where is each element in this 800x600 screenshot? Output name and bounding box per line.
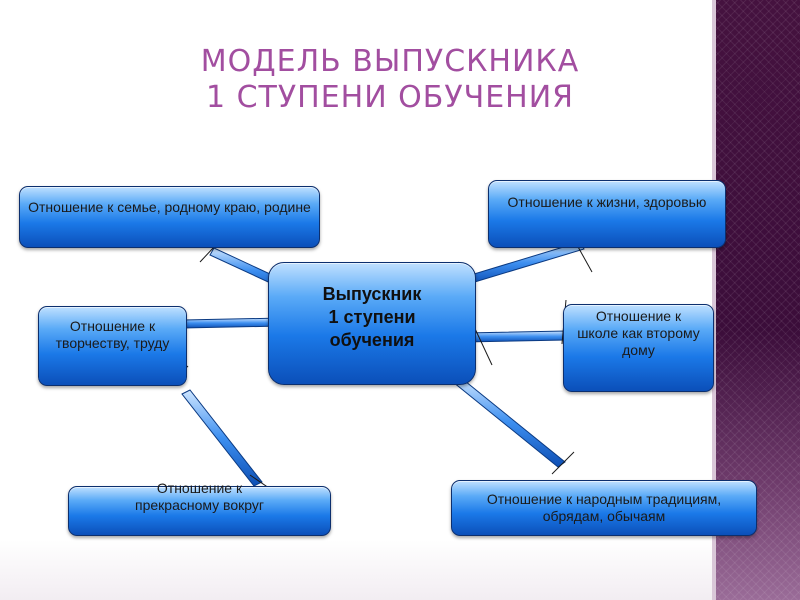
node-creativity-text: Отношение к творчеству, труду (55, 318, 170, 351)
center-node-graduate: Выпускник 1 ступени обучения (268, 262, 476, 385)
connector-beauty (181, 389, 263, 487)
node-creativity: Отношение к творчеству, труду (38, 306, 187, 386)
node-traditions: Отношение к народным традициям, обрядам,… (451, 480, 757, 536)
node-family: Отношение к семье, родному краю, родине (19, 186, 320, 248)
node-beauty: Отношение к прекрасному вокруг (68, 480, 331, 536)
center-node-line-2: 1 ступени (328, 307, 416, 327)
bottom-band (0, 540, 712, 600)
node-life: Отношение к жизни, здоровью (488, 180, 726, 248)
title-line-1: МОДЕЛЬ ВЫПУСКНИКА (200, 44, 580, 79)
connector-school (463, 330, 567, 343)
node-traditions-text: Отношение к народным традициям, обрядам,… (486, 491, 722, 524)
slide-title: МОДЕЛЬ ВЫПУСКНИКА 1 СТУПЕНИ ОБУЧЕНИЯ (150, 44, 630, 116)
node-school-text: Отношение к школе как второму дому (577, 308, 700, 358)
node-family-text: Отношение к семье, родному краю, родине (28, 199, 311, 215)
node-school: Отношение к школе как второму дому (563, 304, 714, 392)
center-node-line-3: обучения (329, 330, 415, 350)
connector-traditions (452, 376, 566, 468)
accent-line-family (199, 245, 216, 263)
accent-line-traditions (551, 451, 575, 475)
node-beauty-text: Отношение к прекрасному вокруг (135, 480, 264, 513)
side-strip-border (712, 0, 716, 600)
title-line-2: 1 СТУПЕНИ ОБУЧЕНИЯ (205, 80, 575, 115)
center-node-line-1: Выпускник (322, 284, 422, 304)
node-life-text: Отношение к жизни, здоровью (507, 194, 707, 210)
connector-life (463, 241, 585, 285)
